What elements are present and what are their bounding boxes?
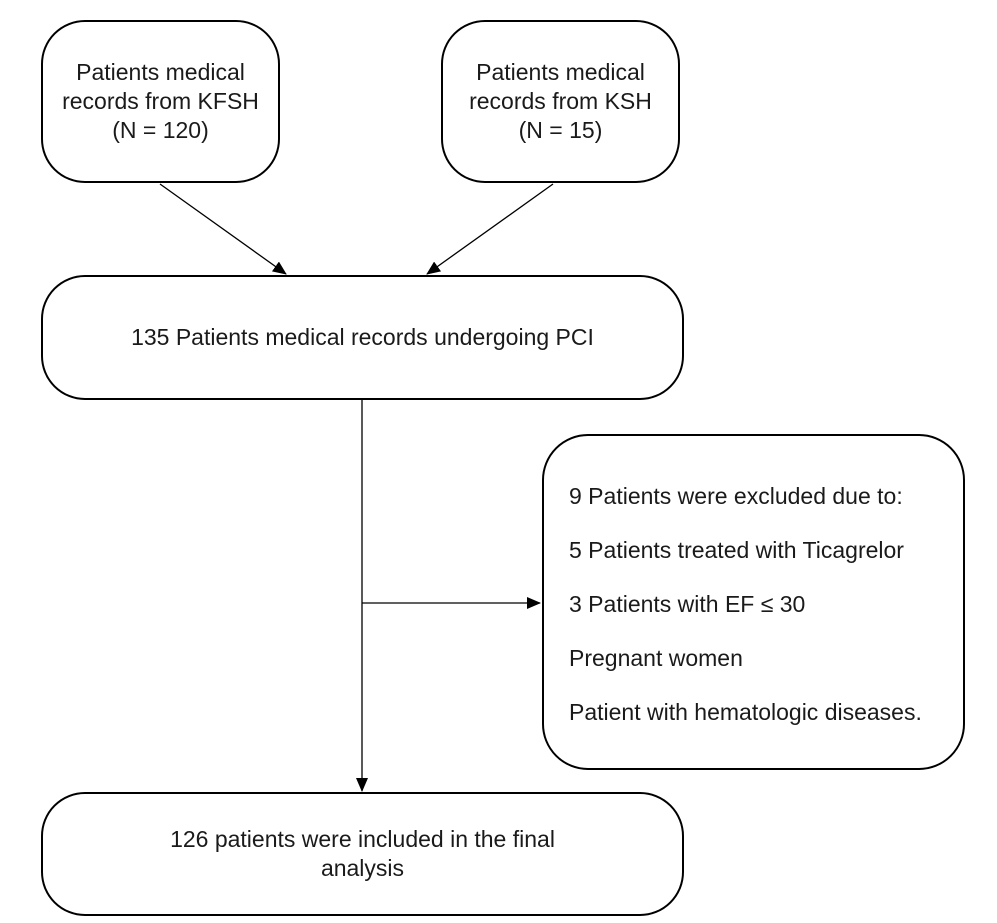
kfsh-count: (N = 120) [112, 117, 209, 143]
exclusion-summary: 9 Patients were excluded due to: [569, 483, 903, 509]
exclusion-ticagrelor: 5 Patients treated with Ticagrelor [569, 537, 904, 563]
kfsh-records-box: Patients medical records from KFSH (N = … [41, 20, 280, 183]
kfsh-line-1: Patients medical [76, 59, 245, 85]
exclusion-box: 9 Patients were excluded due to: 5 Patie… [542, 434, 965, 770]
final-analysis-box: 126 patients were included in the final … [41, 792, 684, 916]
ksh-line-1: Patients medical [476, 59, 645, 85]
ksh-line-2: records from KSH [469, 88, 652, 114]
ksh-count: (N = 15) [518, 117, 603, 143]
combined-pci-box: 135 Patients medical records undergoing … [41, 275, 684, 400]
final-line-2: analysis [320, 855, 405, 881]
exclusion-pregnant: Pregnant women [569, 645, 743, 671]
ksh-records-box: Patients medical records from KSH (N = 1… [441, 20, 680, 183]
arrow-ksh-to-combined [426, 183, 554, 275]
exclusion-ef: 3 Patients with EF ≤ 30 [569, 591, 806, 617]
kfsh-line-2: records from KFSH [62, 88, 259, 114]
combined-pci-text: 135 Patients medical records undergoing … [131, 324, 594, 350]
exclusion-hematologic: Patient with hematologic diseases. [569, 699, 922, 725]
arrow-kfsh-to-combined [159, 183, 287, 275]
final-line-1: 126 patients were included in the final [170, 826, 555, 852]
